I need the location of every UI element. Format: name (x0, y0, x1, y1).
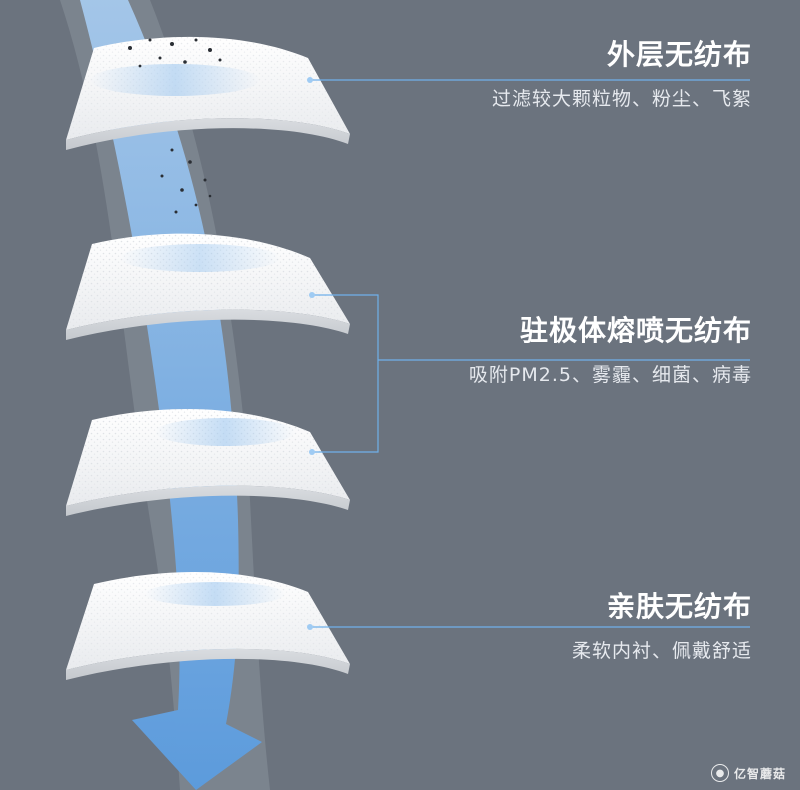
sheet-outer (66, 36, 350, 150)
label-description: 过滤较大颗粒物、粉尘、飞絮 (491, 88, 752, 110)
label-title: 驻极体熔喷无纺布 (519, 314, 752, 347)
leader-line-skin (307, 624, 750, 630)
label-title: 外层无纺布 (606, 38, 752, 71)
label-description: 吸附PM2.5、雾霾、细菌、病毒 (468, 364, 752, 386)
label-skin-layer: 亲肤无纺布 柔软内衬、佩戴舒适 (572, 590, 752, 664)
mushroom-logo-icon: ● (710, 764, 729, 782)
watermark: ● 亿智蘑菇 (710, 764, 786, 782)
label-title: 亲肤无纺布 (606, 590, 752, 623)
label-outer-layer: 外层无纺布 过滤较大颗粒物、粉尘、飞絮 (492, 38, 752, 112)
watermark-text: 亿智蘑菇 (733, 766, 786, 781)
label-description: 柔软内衬、佩戴舒适 (571, 640, 752, 662)
leader-line-outer (307, 77, 750, 83)
leader-line-meltblown (309, 292, 750, 455)
dust-particles (128, 38, 222, 322)
sheet-skin (66, 572, 350, 680)
sheet-meltblown-bottom (66, 408, 350, 516)
label-meltblown-layer: 驻极体熔喷无纺布 吸附PM2.5、雾霾、细菌、病毒 (469, 314, 752, 388)
sheet-meltblown-top (66, 233, 350, 340)
